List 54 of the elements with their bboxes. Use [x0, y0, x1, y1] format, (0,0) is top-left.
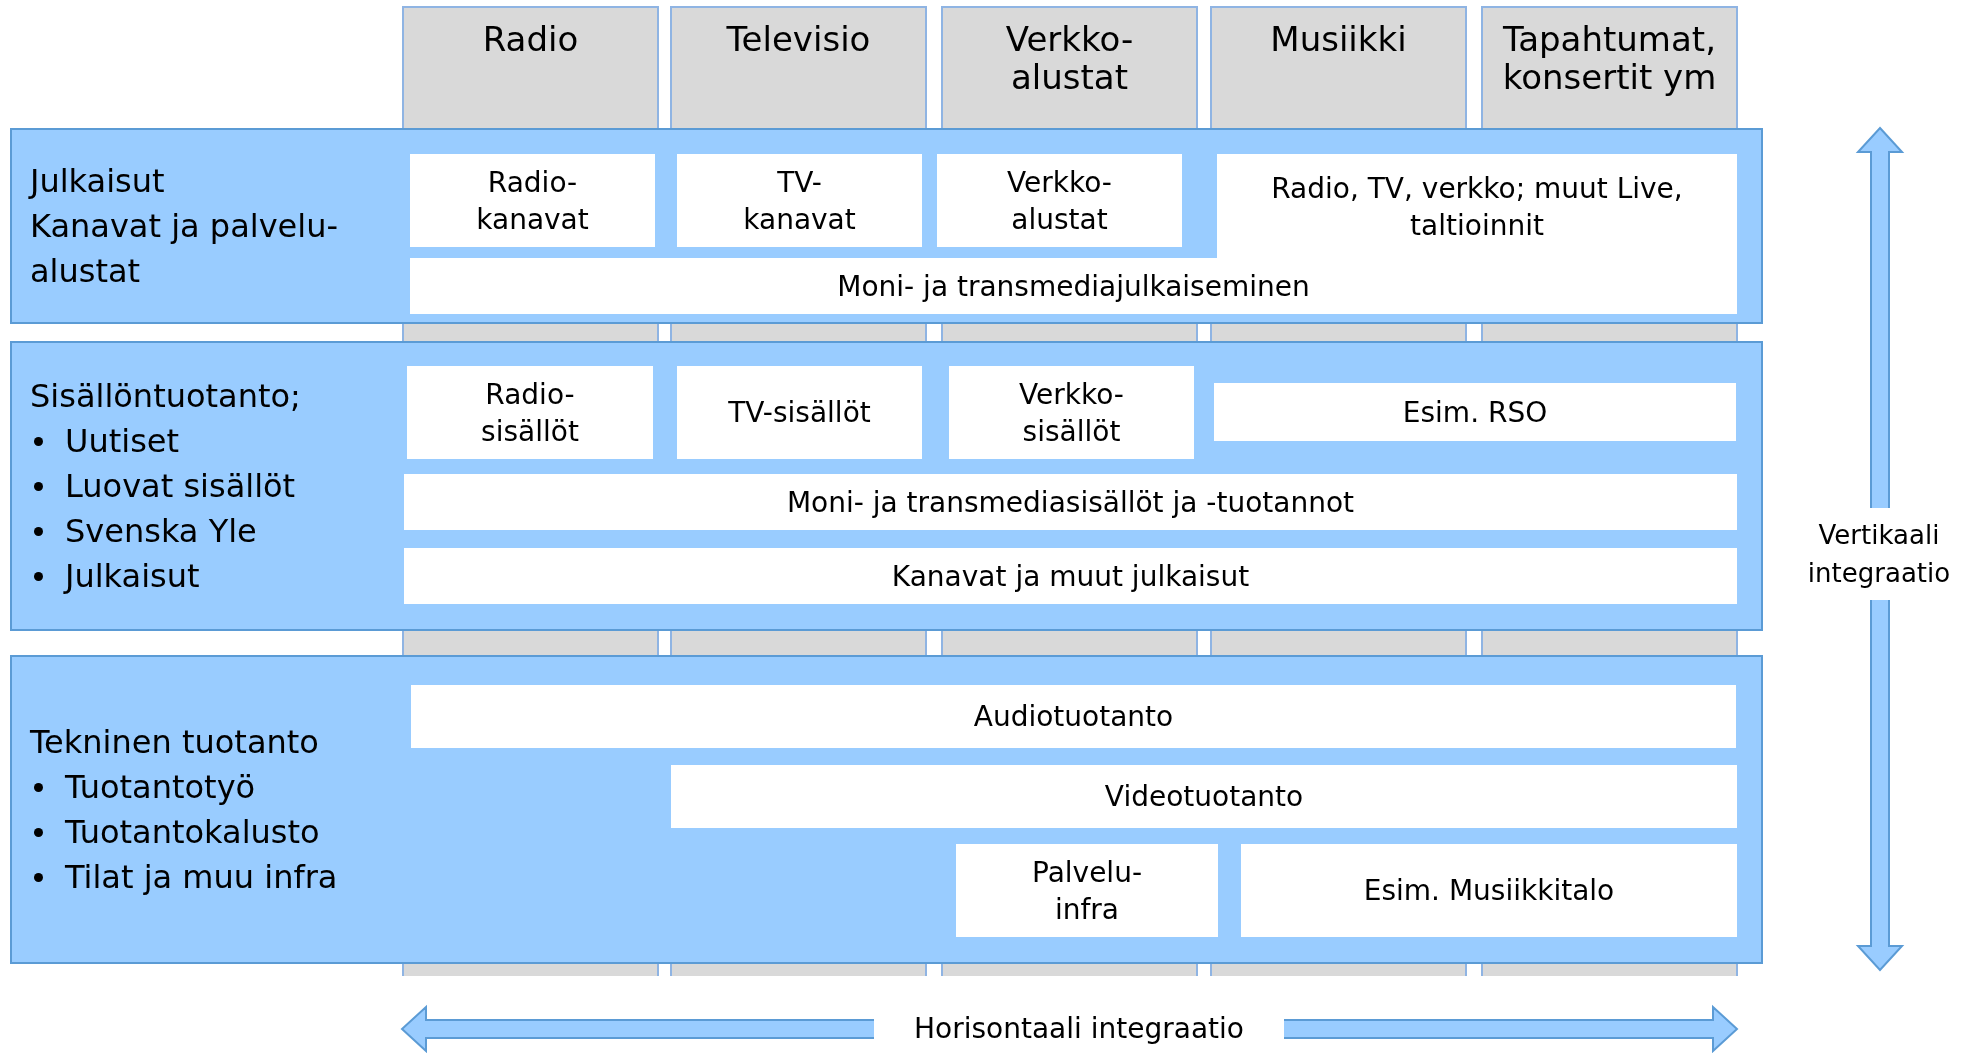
bullet-item: Luovat sisällöt: [65, 465, 296, 507]
content-box: [410, 154, 655, 247]
box-text: TV-kanavat: [742, 164, 857, 238]
box-text: TV-sisällöt: [728, 395, 871, 431]
column-heading: Radio: [481, 18, 580, 58]
band-heading: Sisällöntuotanto;: [30, 375, 301, 417]
content-box: [1214, 383, 1736, 441]
box-text: Moni- ja transmediasisällöt ja -tuotannot: [786, 484, 1355, 521]
box-text: Videotuotanto: [1104, 779, 1304, 815]
column-heading: Televisio: [725, 18, 872, 58]
layer-band: [10, 128, 1763, 324]
content-box: [677, 154, 922, 247]
content-box: [677, 366, 922, 459]
column-heading: Musiikki: [1269, 18, 1408, 58]
content-box: [1217, 154, 1737, 260]
box-text: Audiotuotanto: [973, 699, 1174, 735]
content-box: [937, 154, 1182, 247]
bullet-item: Svenska Yle: [65, 510, 257, 552]
content-box: [407, 366, 653, 459]
layer-band: [10, 655, 1763, 964]
box-text: Radio, TV, verkko; muut Live, taltioinnit: [1270, 171, 1684, 244]
box-text: Esim. Musiikkitalo: [1362, 873, 1616, 909]
box-text: Radio-sisällöt: [480, 376, 580, 450]
content-box: [411, 685, 1736, 748]
column-box: [402, 6, 659, 128]
bullet-item: Uutiset: [65, 420, 180, 462]
band-heading: Tekninen tuotanto: [30, 721, 319, 763]
box-text: Verkko-sisällöt: [1018, 376, 1125, 450]
band-heading: Julkaisut: [30, 160, 165, 202]
column-heading: Verkko-alustat: [1004, 18, 1135, 96]
column-box: [1210, 6, 1467, 128]
layer-band: [10, 341, 1763, 631]
box-text: Moni- ja transmediajulkaiseminen: [837, 268, 1310, 305]
box-text: Palvelu-infra: [1031, 854, 1143, 928]
content-box: [671, 765, 1737, 828]
bullet-item: Tuotantokalusto: [65, 811, 320, 853]
content-box: [404, 474, 1737, 530]
content-box: [956, 844, 1218, 937]
content-box: [949, 366, 1194, 459]
band-heading: Kanavat ja palvelu-alustat: [30, 205, 339, 292]
bullet-item: Julkaisut: [65, 555, 200, 597]
bullet-item: Tilat ja muu infra: [65, 856, 338, 898]
column-box: [941, 6, 1198, 128]
box-text: Verkko-alustat: [1006, 164, 1113, 238]
column-heading: Tapahtumat, konsertit ym: [1501, 18, 1718, 96]
box-text: Radio-kanavat: [475, 164, 590, 238]
content-box: [410, 258, 1737, 314]
content-box: [404, 548, 1737, 604]
content-box: [1241, 844, 1737, 937]
column-box: [1481, 6, 1738, 128]
column-box: [670, 6, 927, 128]
box-text: Esim. RSO: [1402, 394, 1548, 431]
bullet-item: Tuotantotyö: [65, 766, 256, 808]
box-text: Kanavat ja muut julkaisut: [891, 558, 1250, 595]
